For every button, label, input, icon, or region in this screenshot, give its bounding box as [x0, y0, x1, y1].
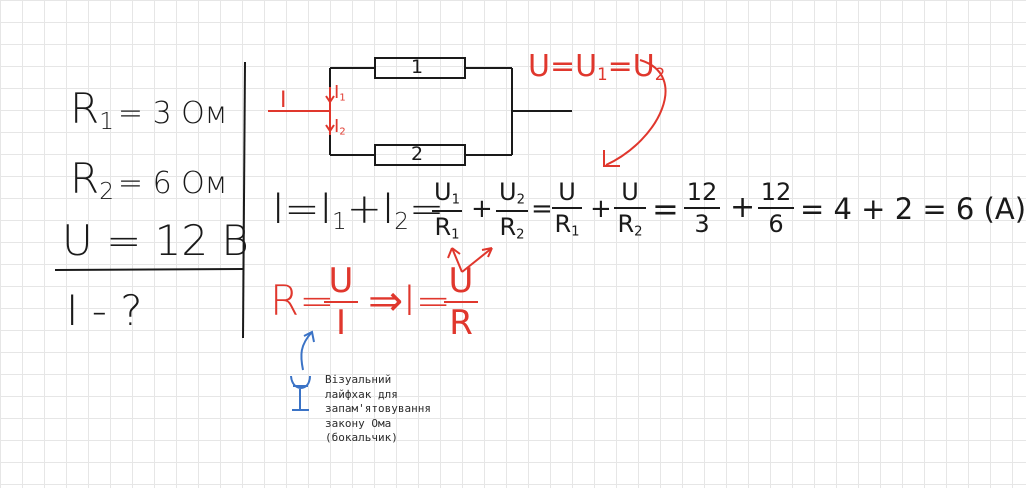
double-arrow-right-icon: [461, 247, 493, 273]
note-line: закону Ома: [325, 416, 392, 430]
ohm-implies: ⇒I=: [368, 276, 451, 325]
divider-vertical: [242, 61, 246, 339]
given-r1: R1= 3 Ом: [70, 84, 228, 135]
resistor-2-label: 2: [411, 143, 424, 165]
resistor-1: [374, 57, 466, 79]
note-line: (бокальчик): [325, 431, 398, 444]
curved-arrow-icon: [605, 59, 667, 166]
given-u: U = 12 В: [62, 216, 249, 265]
given-r2: R2= 6 Ом: [70, 154, 228, 205]
voltage-equation: U=U1=U2: [528, 49, 666, 85]
blue-arrow-icon: [300, 331, 313, 371]
double-arrow-left-icon: [447, 247, 463, 273]
plus-3: +: [730, 190, 756, 225]
arrow-i2-icon: [325, 124, 335, 133]
note-line: Візуальний: [325, 373, 392, 386]
mnemonic-note: Візуальний лайфхак для запам'ятовування …: [325, 373, 455, 446]
arrow-i1-icon: [325, 95, 335, 104]
main-equation-lhs: I=I1+I2=: [272, 184, 445, 235]
find-current: I - ?: [66, 286, 143, 335]
note-line: запам'ятовування: [325, 402, 431, 415]
current-label-i1: I1: [334, 82, 346, 104]
divider-horizontal: [54, 268, 244, 271]
curved-arrowhead-icon: [603, 150, 620, 167]
note-line: лайфхак для: [325, 387, 398, 401]
current-label-main: I: [280, 88, 287, 113]
current-label-i2: I2: [334, 116, 346, 138]
resistor-1-label: 1: [411, 56, 424, 78]
plus-1: +: [471, 194, 493, 224]
ohm-r: R=: [270, 276, 335, 325]
current-markings: [268, 87, 335, 135]
result: = 4 + 2 = 6 (A): [800, 192, 1026, 226]
blue-arrowhead-icon: [303, 330, 315, 343]
drawing-canvas: [54, 57, 667, 411]
resistor-2: [374, 144, 466, 166]
plus-2: +: [590, 194, 612, 224]
equals-3: =: [531, 194, 553, 224]
equals-4: =: [652, 190, 679, 228]
glass-icon: [290, 375, 311, 411]
